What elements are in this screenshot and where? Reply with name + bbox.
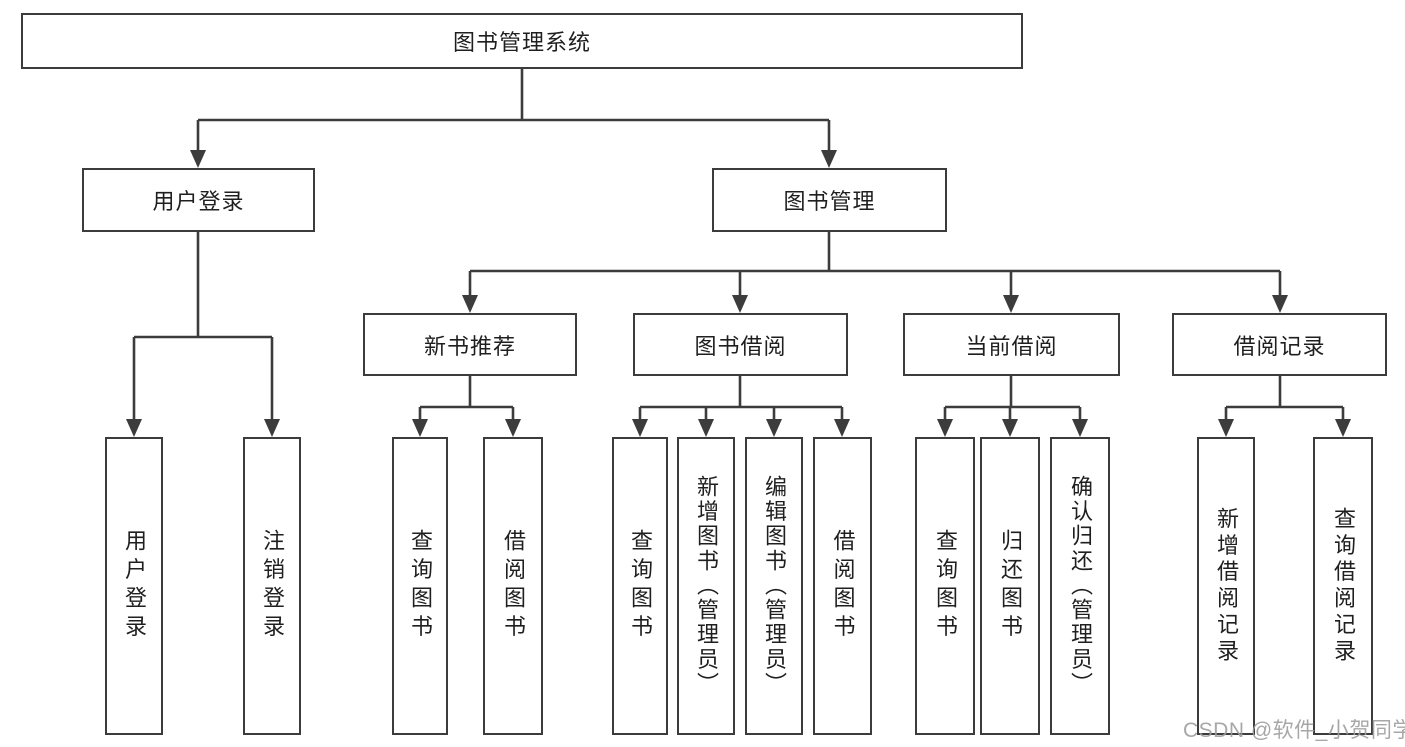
leaf-current-query: 查询图书: [915, 437, 975, 735]
leaf-newbook-borrow: 借阅图书: [483, 437, 543, 735]
connector-new-book-to-leaves: [412, 376, 521, 437]
leaf-newbook-query-label: 查询图书: [408, 528, 433, 644]
leaf-borrow-edit: 编辑图书（管理员）: [745, 437, 803, 735]
leaf-logout: 注销登录: [243, 437, 301, 735]
leaf-borrow-add: 新增图书（管理员）: [677, 437, 735, 735]
node-new-book-label: 新书推荐: [423, 333, 516, 359]
node-root: 图书管理系统: [21, 13, 1023, 69]
node-root-label: 图书管理系统: [452, 30, 591, 55]
leaf-newbook-borrow-label: 借阅图书: [501, 528, 526, 644]
node-user-login-label: 用户登录: [152, 189, 245, 214]
leaf-borrow-add-label: 新增图书（管理员）: [694, 475, 719, 697]
watermark-text: CSDN @软件_小贺同学: [1183, 719, 1405, 742]
watermark: CSDN @软件_小贺同学: [1183, 714, 1405, 744]
leaf-current-return: 归还图书: [980, 437, 1040, 735]
connector-root-to-level2: [190, 69, 837, 168]
leaf-borrow-borrow-label: 借阅图书: [830, 528, 856, 644]
node-book-mgmt: 图书管理: [712, 168, 947, 232]
node-book-borrow: 图书借阅: [633, 313, 848, 376]
node-new-book: 新书推荐: [363, 313, 577, 376]
leaf-record-add: 新增借阅记录: [1197, 437, 1255, 735]
node-user-login: 用户登录: [82, 168, 315, 232]
connector-user-login-to-leaves: [126, 232, 280, 437]
leaf-borrow-query: 查询图书: [612, 437, 668, 735]
leaf-record-query-label: 查询借阅记录: [1331, 506, 1356, 666]
leaf-user-login-label: 用户登录: [122, 528, 147, 644]
node-book-borrow-label: 图书借阅: [694, 333, 787, 359]
connector-book-borrow-to-leaves: [632, 376, 850, 437]
leaf-current-return-label: 归还图书: [998, 528, 1023, 644]
leaf-logout-label: 注销登录: [260, 528, 285, 644]
node-current-borrow: 当前借阅: [903, 313, 1120, 376]
node-borrow-record: 借阅记录: [1172, 313, 1387, 376]
connector-current-borrow-to-leaves: [937, 376, 1088, 437]
connector-book-mgmt-to-level3: [462, 232, 1288, 313]
leaf-record-add-label: 新增借阅记录: [1214, 506, 1239, 666]
node-borrow-record-label: 借阅记录: [1233, 333, 1326, 359]
leaf-record-query: 查询借阅记录: [1313, 437, 1373, 735]
leaf-newbook-query: 查询图书: [392, 437, 448, 735]
node-book-mgmt-label: 图书管理: [783, 189, 876, 214]
leaf-borrow-borrow: 借阅图书: [813, 437, 872, 735]
leaf-borrow-edit-label: 编辑图书（管理员）: [762, 475, 787, 697]
leaf-current-confirm-label: 确认归还（管理员）: [1068, 475, 1093, 697]
leaf-current-query-label: 查询图书: [933, 528, 958, 644]
leaf-user-login: 用户登录: [105, 437, 163, 735]
node-current-borrow-label: 当前借阅: [965, 333, 1058, 359]
leaf-borrow-query-label: 查询图书: [628, 528, 653, 644]
leaf-current-confirm: 确认归还（管理员）: [1050, 437, 1110, 735]
connector-borrow-record-to-leaves: [1218, 376, 1351, 437]
